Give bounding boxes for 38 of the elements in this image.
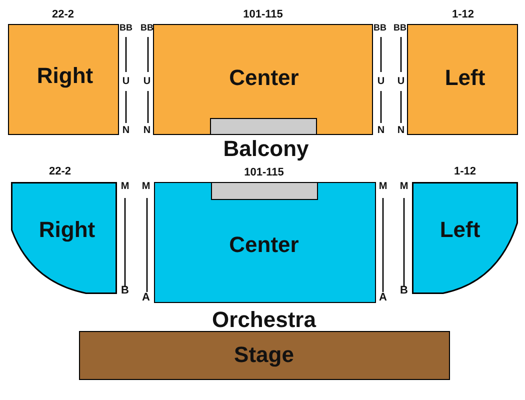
row-letter: BB (394, 24, 406, 32)
row-letter: U (143, 77, 151, 87)
section-name: Center (229, 234, 299, 256)
row-letter: A (142, 292, 150, 304)
section-name: Left (440, 219, 480, 241)
row-letter: N (122, 126, 130, 136)
inset-panel (210, 118, 316, 134)
seating-level-name: Orchestra (212, 309, 316, 331)
seat-number-range: 101-115 (243, 10, 283, 20)
stage-platform (79, 331, 450, 380)
row-letter: BB (374, 24, 386, 32)
row-letter: BB (120, 24, 132, 32)
seating-level-name: Balcony (223, 138, 309, 160)
row-letter: U (397, 77, 405, 87)
row-letter: A (379, 292, 387, 304)
stage-name: Stage (234, 344, 294, 366)
section-name: Right (36, 65, 94, 87)
seat-number-range: 101-115 (244, 168, 284, 178)
row-letter: M (378, 182, 388, 192)
row-letter: M (400, 182, 408, 192)
inset-panel (210, 182, 318, 200)
section-name: Right (38, 219, 96, 241)
row-letter: B (121, 286, 129, 296)
row-letter: U (122, 77, 130, 87)
seat-number-range: 22-2 (48, 166, 72, 178)
row-letter: M (142, 182, 150, 192)
seat-number-range: 1-12 (452, 10, 474, 20)
seat-number-range: 1-12 (454, 166, 476, 178)
seat-number-range: 22-2 (52, 10, 74, 20)
row-letter: M (120, 182, 130, 192)
row-letter: B (400, 286, 408, 296)
row-letter: BB (140, 24, 154, 32)
row-letter: U (377, 77, 385, 87)
section-name: Center (229, 67, 299, 89)
section-name: Left (444, 67, 486, 89)
row-letter: N (377, 126, 385, 136)
row-letter: N (143, 126, 151, 136)
row-letter: N (397, 126, 405, 136)
